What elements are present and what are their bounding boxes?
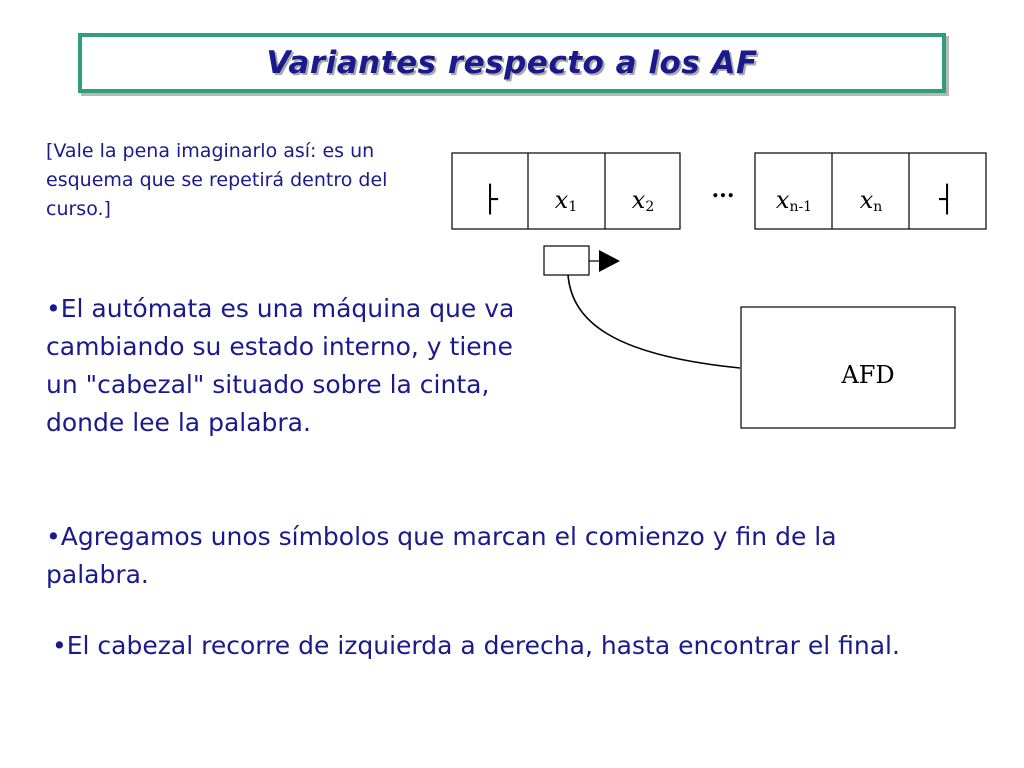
start-marker: ├ bbox=[482, 183, 498, 215]
paragraph-symbols: •Agregamos unos símbolos que marcan el c… bbox=[46, 522, 837, 589]
paragraph-head: •El cabezal recorre de izquierda a derec… bbox=[52, 631, 900, 660]
slide-title: Variantes respecto a los AF bbox=[266, 45, 758, 81]
automaton-box: AFD bbox=[740, 306, 956, 429]
paragraph-automaton: •El autómata es una máquina que va cambi… bbox=[46, 294, 515, 437]
end-marker: ┤ bbox=[938, 183, 955, 215]
tape-cell-xn: xn bbox=[860, 186, 883, 215]
automaton-label: AFD bbox=[840, 361, 894, 389]
tape-left: ├ x1 x2 bbox=[451, 152, 681, 230]
tape-right: xn-1 xn ┤ bbox=[754, 152, 987, 230]
tape-ellipsis: ... bbox=[712, 177, 735, 203]
read-head bbox=[543, 245, 620, 276]
title-box: Variantes respecto a los AF bbox=[78, 33, 946, 93]
tape-cell-xn-1: xn-1 bbox=[776, 186, 812, 215]
note-text: [Vale la pena imaginarlo así: es un esqu… bbox=[46, 140, 388, 220]
head-connector bbox=[567, 274, 741, 369]
tape-cell-x1: x1 bbox=[555, 186, 577, 215]
tape-cell-x2: x2 bbox=[632, 186, 654, 215]
head-direction-arrow-icon bbox=[599, 250, 620, 272]
